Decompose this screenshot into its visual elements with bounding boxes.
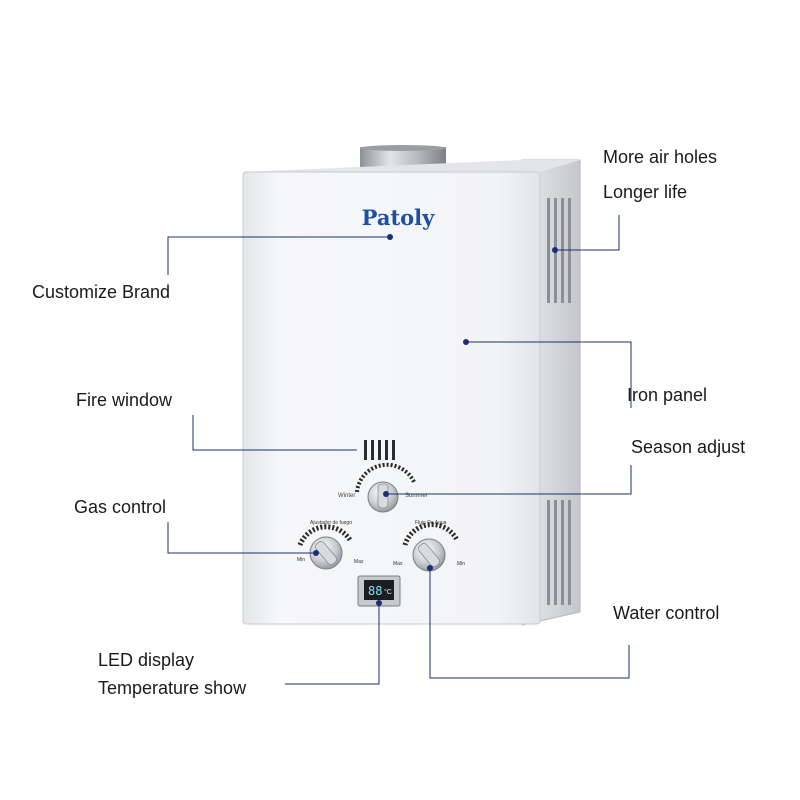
season-label-winter: Winter [338, 493, 355, 499]
label-customize-brand: Customize Brand [32, 282, 170, 302]
leader-iron-panel [466, 341, 632, 408]
water-knob-min: Min [457, 561, 465, 567]
dot-season-adjust [383, 491, 389, 497]
dot-gas-control [313, 550, 319, 556]
water-knob-grip [418, 543, 440, 567]
leader-led-display [285, 603, 380, 685]
water-knob-group: Flujo De Agua Max Min [393, 520, 465, 572]
label-longer-life: Longer life [603, 182, 687, 202]
water-scale-arc [402, 522, 460, 546]
leader-air-holes [555, 215, 620, 251]
dot-iron-panel [463, 339, 469, 345]
leader-fire-window [192, 415, 357, 451]
leader-season-adjust [386, 465, 632, 495]
label-iron-panel: Iron panel [627, 385, 707, 405]
water-knob-title: Flujo De Agua [415, 520, 447, 526]
fire-window [364, 440, 395, 460]
label-season-adjust: Season adjust [631, 437, 745, 457]
gas-knob-title: Ajustador de fuego [310, 520, 352, 526]
led-display: 88 °C [357, 575, 401, 607]
label-fire-window: Fire window [76, 390, 173, 410]
leader-gas-control [167, 522, 316, 554]
led-digits: 88 [368, 584, 382, 598]
flue-rim [360, 145, 446, 151]
label-temperature-show: Temperature show [98, 678, 247, 698]
dot-air-holes [552, 247, 558, 253]
leader-customize-brand [167, 236, 390, 275]
gas-knob-max: Max [354, 559, 364, 565]
gas-knob-min: Min [297, 557, 305, 563]
label-gas-control: Gas control [74, 497, 166, 517]
label-water-control: Water control [613, 603, 719, 623]
led-unit: °C [384, 588, 392, 596]
gas-knob-group: Ajustador de fuego Min Max [297, 520, 364, 570]
top-panel [243, 160, 580, 172]
leader-lines [167, 215, 632, 685]
dot-customize-brand [387, 234, 393, 240]
callout-labels: More air holes Longer life Customize Bra… [32, 147, 745, 698]
dot-led-display [376, 600, 382, 606]
season-label-summer: Summer [405, 493, 428, 499]
air-holes-bottom [547, 500, 571, 605]
label-more-air-holes: More air holes [603, 147, 717, 167]
water-knob-max: Max [393, 561, 403, 567]
gas-knob-grip [315, 541, 337, 565]
label-led-display: LED display [98, 650, 194, 670]
dot-water-control [427, 565, 433, 571]
leader-water-control [429, 568, 630, 679]
brand-logo: Patoly [362, 205, 436, 230]
season-knob-group: Winter Summer [338, 462, 428, 513]
front-panel [242, 171, 541, 625]
